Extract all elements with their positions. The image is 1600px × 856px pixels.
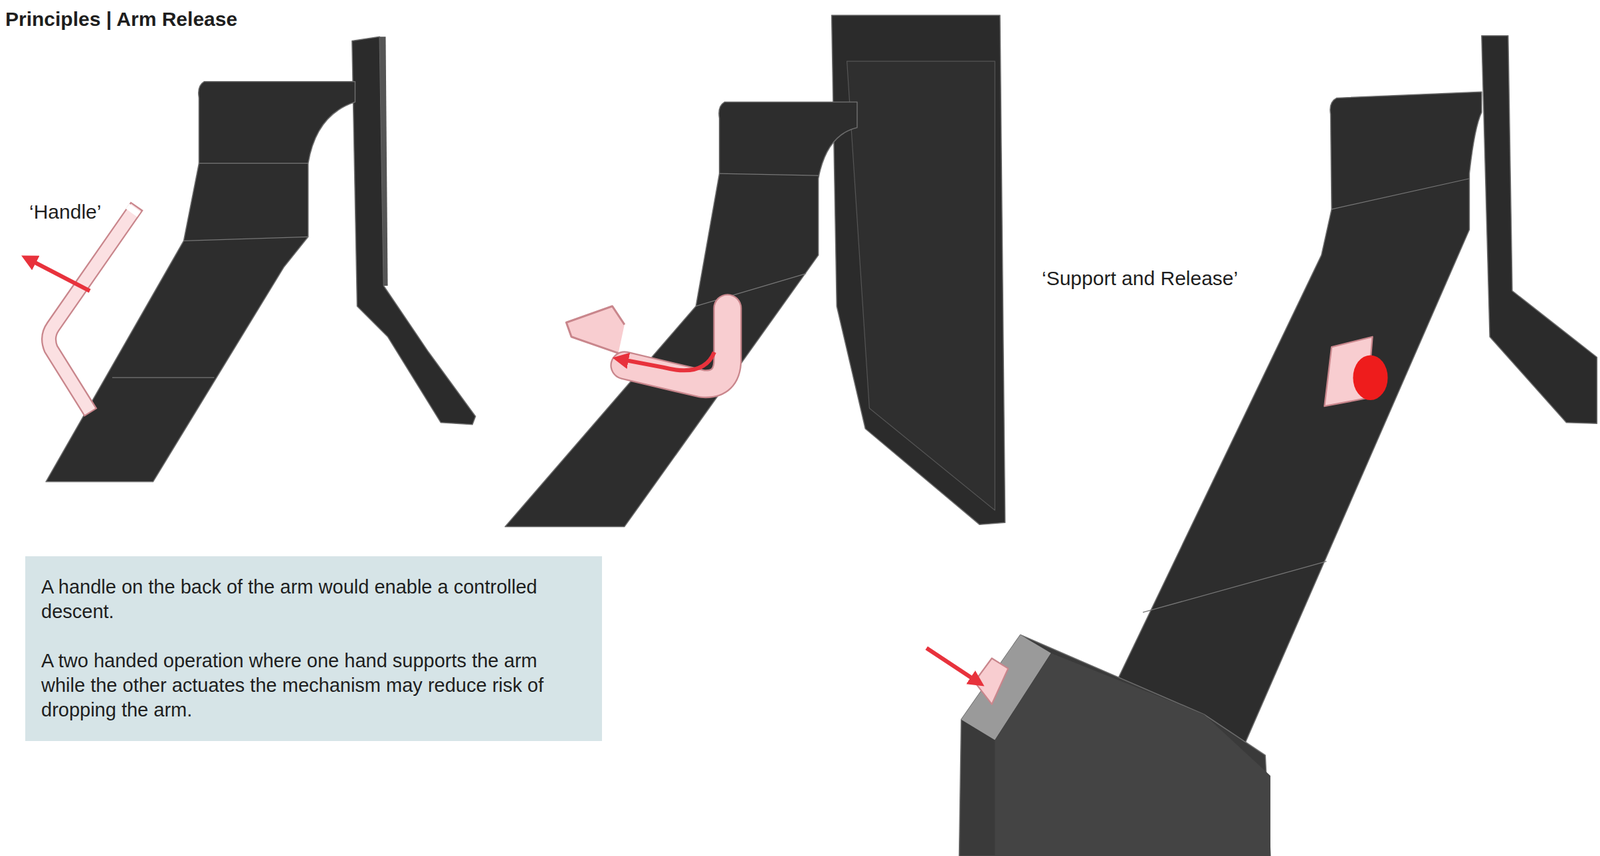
callout-label: ‘Handle’: [29, 200, 101, 224]
note-text: A handle on the back of the arm would en…: [41, 574, 585, 624]
note-box: A handle on the back of the arm would en…: [25, 556, 602, 741]
note-text: A two handed operation where one hand su…: [41, 648, 585, 723]
arm-view-3: [926, 35, 1597, 856]
callout-label: ‘Support and Release’: [1041, 267, 1238, 290]
slide-title: Principles | Arm Release: [5, 7, 238, 31]
arm-view-1: [28, 36, 476, 482]
arm-view-2: [504, 15, 1005, 527]
